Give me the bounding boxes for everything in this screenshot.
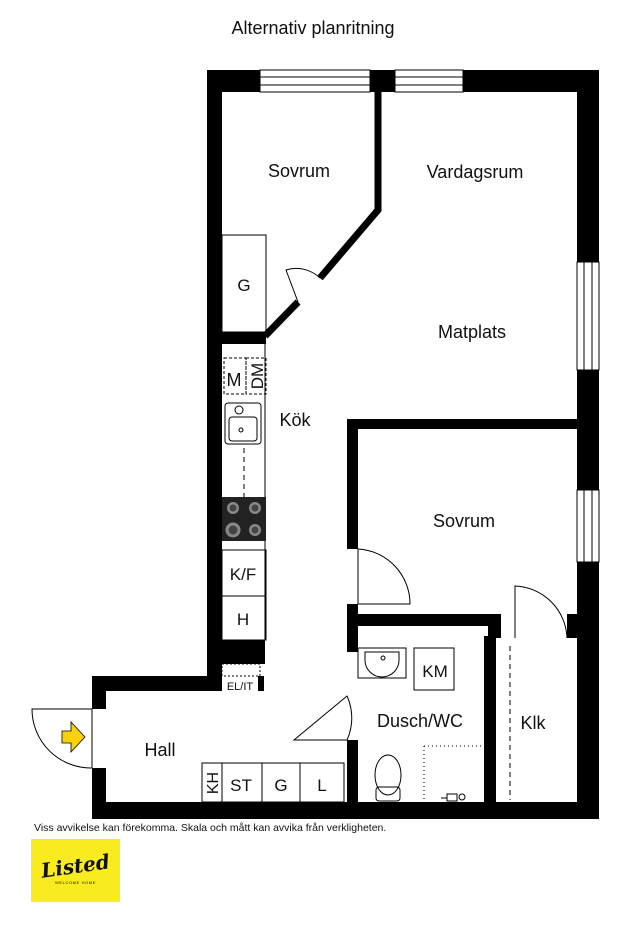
logo-tagline: WELCOME HOME	[55, 880, 96, 885]
windows	[259, 69, 600, 563]
room-label-dusch-wc: Dusch/WC	[377, 711, 463, 731]
label-st: ST	[230, 776, 252, 795]
door-bedroom1	[285, 267, 321, 303]
window-dining	[576, 261, 600, 371]
right-wall	[577, 70, 599, 818]
bathroom-sink-icon	[357, 647, 407, 679]
bottom-wall	[92, 802, 599, 819]
room-label-kok: Kök	[279, 410, 311, 430]
h-box	[221, 595, 267, 641]
hall-top-stub	[258, 676, 264, 691]
shower-tap-icon	[441, 793, 466, 802]
toilet-icon	[374, 754, 402, 802]
stove-icon	[222, 497, 266, 541]
room-label-vardagsrum: Vardagsrum	[427, 162, 524, 182]
hall-top-wall	[92, 676, 222, 691]
bedroom2-left-wall	[347, 419, 358, 549]
logo-wordmark: Listed	[39, 849, 112, 883]
walls	[92, 70, 599, 819]
wardrobe-g	[221, 234, 267, 333]
label-g-hall: G	[274, 776, 287, 795]
door-klk	[514, 585, 568, 639]
label-h: H	[237, 610, 249, 629]
window-living	[394, 69, 464, 93]
room-label-klk: Klk	[520, 713, 546, 733]
shower-area	[423, 745, 482, 800]
room-label-hall: Hall	[144, 740, 175, 760]
left-wall-upper	[207, 70, 222, 670]
m-box	[223, 357, 247, 395]
label-km: KM	[422, 662, 448, 681]
bedroom2-top-wall	[347, 419, 579, 429]
label-g-wardrobe: G	[237, 276, 250, 295]
hall-left-wall-bottom	[92, 768, 106, 818]
label-kh: KH	[205, 772, 222, 794]
label-dm: DM	[248, 363, 267, 389]
label-el-it: EL/IT	[227, 681, 254, 693]
bath-divider-top	[488, 614, 501, 638]
fixtures	[201, 234, 482, 803]
page-title: Alternativ planritning	[231, 18, 395, 38]
hall-top-corner	[207, 660, 222, 691]
bathroom-left-wall-bottom	[347, 740, 358, 818]
listed-logo: Listed WELCOME HOME	[31, 839, 120, 902]
diagonal-wall	[317, 92, 382, 281]
klk-divider	[484, 636, 496, 818]
elit-box	[221, 663, 261, 677]
bedroom1-bottom-wall	[220, 332, 266, 344]
hall-left-wall-top	[92, 676, 106, 709]
room-label-matplats: Matplats	[438, 322, 506, 342]
doors	[31, 267, 568, 800]
window-bedroom1	[259, 69, 371, 93]
label-kf: K/F	[230, 565, 256, 584]
label-m: M	[227, 370, 242, 390]
room-label-sovrum: Sovrum	[268, 161, 330, 181]
klk-top-right	[567, 614, 579, 638]
entrance-arrow-icon	[61, 720, 86, 754]
bathroom-left-wall-top	[347, 604, 358, 652]
window-bedroom2	[576, 489, 600, 563]
door-bathroom	[292, 695, 353, 741]
l-box	[299, 762, 345, 803]
diagonal-wall-low	[262, 299, 301, 339]
disclaimer: Viss avvikelse kan förekomma. Skala och …	[34, 822, 387, 834]
km-box	[413, 647, 455, 691]
dm-box	[245, 357, 267, 395]
entrance-door	[31, 708, 93, 769]
kitchen-sink-icon	[224, 402, 262, 445]
door-bedroom2	[357, 548, 411, 605]
bedroom2-bottom-wall	[347, 614, 501, 626]
label-l: L	[317, 776, 326, 795]
room-label-sovrum-2: Sovrum	[433, 511, 495, 531]
